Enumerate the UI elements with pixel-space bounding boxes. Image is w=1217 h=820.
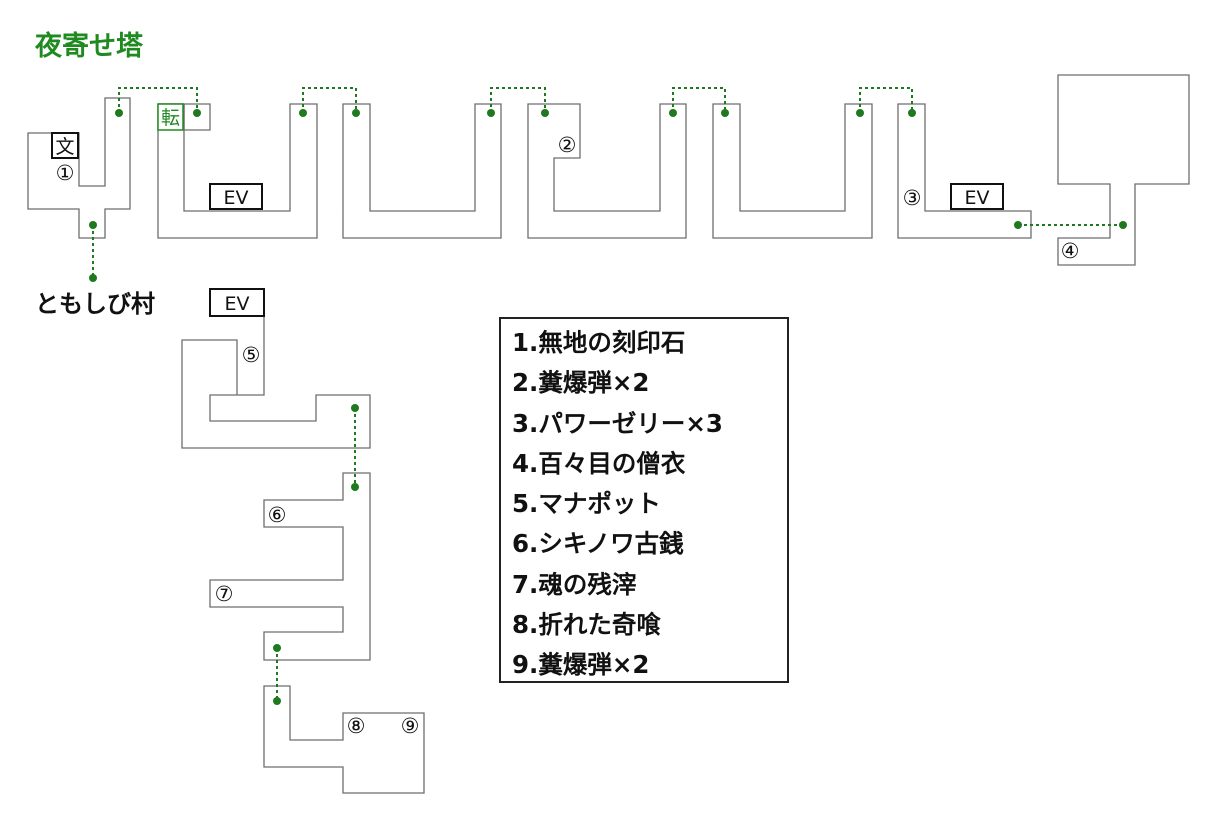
event-marker-label: EV bbox=[223, 187, 248, 209]
room-u4 bbox=[712, 103, 873, 239]
room-east bbox=[897, 103, 1032, 239]
item-number-8: ⑧ bbox=[347, 714, 366, 738]
item-number-4: ④ bbox=[1061, 239, 1080, 263]
connection-point bbox=[273, 644, 281, 652]
legend-item: 5.マナポット bbox=[512, 489, 661, 519]
connection-point bbox=[351, 483, 359, 491]
item-number-6: ⑥ bbox=[268, 503, 287, 527]
connection-point bbox=[351, 404, 359, 412]
legend-item: 6.シキノワ古銭 bbox=[512, 529, 684, 559]
connection-point bbox=[1014, 221, 1022, 229]
item-number-1: ① bbox=[56, 161, 75, 185]
connection-point bbox=[541, 109, 549, 117]
room-south-middle bbox=[209, 472, 371, 661]
event-marker: EV bbox=[950, 183, 1004, 210]
item-number-3: ③ bbox=[903, 186, 922, 210]
item-number-5: ⑤ bbox=[242, 343, 261, 367]
room-u1 bbox=[157, 103, 318, 239]
item-numbers: ① ② ③ ④ ⑤ ⑥ ⑦ ⑧ ⑨ bbox=[56, 133, 1080, 738]
room-u2 bbox=[342, 103, 502, 239]
item-number-7: ⑦ bbox=[215, 582, 234, 606]
event-marker-label: EV bbox=[224, 293, 249, 315]
connection-point bbox=[89, 274, 97, 282]
connection-point bbox=[908, 109, 916, 117]
event-marker: EV bbox=[209, 288, 265, 317]
connection-point bbox=[89, 221, 97, 229]
map-connectors bbox=[92, 87, 1123, 701]
connection-points bbox=[89, 109, 1127, 705]
room-south-bottom bbox=[263, 685, 425, 794]
map-title: 夜寄せ塔 bbox=[35, 31, 143, 62]
connection-point bbox=[115, 109, 123, 117]
event-marker-label: EV bbox=[964, 187, 989, 209]
transfer-marker: 転 bbox=[157, 103, 184, 131]
connection-point bbox=[352, 109, 360, 117]
room-south-upper bbox=[181, 291, 371, 449]
legend-item: 9.糞爆弾×2 bbox=[512, 650, 650, 680]
legend-item: 3.パワーゼリー×3 bbox=[512, 408, 723, 438]
document-marker-label: 文 bbox=[55, 136, 74, 158]
room-u3 bbox=[527, 103, 687, 239]
connection-point bbox=[721, 109, 729, 117]
document-marker: 文 bbox=[51, 132, 79, 159]
connection-point bbox=[193, 109, 201, 117]
event-marker: EV bbox=[209, 183, 263, 210]
item-number-2: ② bbox=[558, 133, 577, 157]
legend-item: 2.糞爆弾×2 bbox=[512, 368, 650, 398]
connection-point bbox=[273, 697, 281, 705]
legend-item: 1.無地の刻印石 bbox=[512, 328, 686, 357]
legend-item: 7.魂の残滓 bbox=[512, 569, 637, 599]
room-start bbox=[27, 97, 131, 239]
village-label: ともしび村 bbox=[35, 290, 155, 318]
room-northeast bbox=[1057, 74, 1190, 266]
legend-item: 8.折れた奇喰 bbox=[512, 610, 661, 640]
connection-point bbox=[487, 109, 495, 117]
connection-point bbox=[669, 109, 677, 117]
map-walls bbox=[27, 74, 1190, 794]
legend-item: 4.百々目の僧衣 bbox=[512, 448, 686, 478]
item-number-9: ⑨ bbox=[401, 714, 420, 738]
item-legend: 1.無地の刻印石 2.糞爆弾×2 3.パワーゼリー×3 4.百々目の僧衣 5.マ… bbox=[499, 317, 789, 683]
transfer-marker-label: 転 bbox=[161, 107, 180, 129]
connection-point bbox=[1119, 221, 1127, 229]
connection-point bbox=[299, 109, 307, 117]
connection-point bbox=[856, 109, 864, 117]
